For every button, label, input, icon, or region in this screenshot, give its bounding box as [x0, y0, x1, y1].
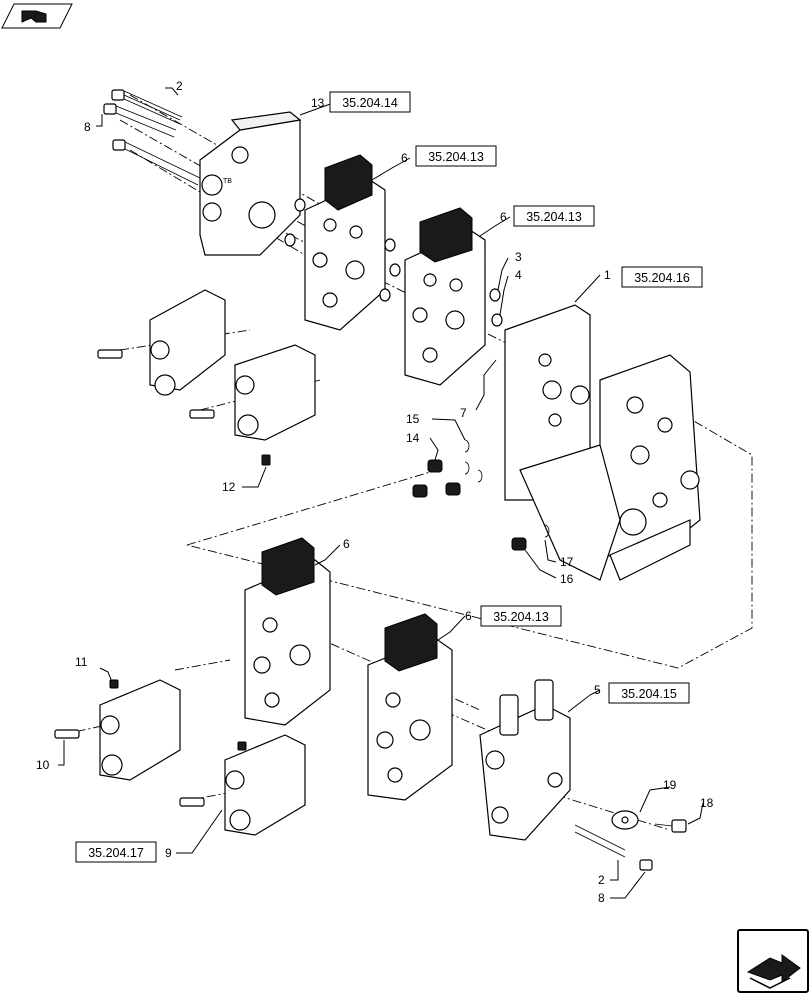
callout-6-a: 6 — [401, 151, 408, 165]
o-rings[interactable] — [284, 198, 503, 327]
stud-part-2-lower[interactable] — [574, 824, 653, 871]
side-cap-lower-b[interactable] — [179, 734, 306, 836]
side-cap-upper-a[interactable] — [97, 289, 226, 396]
reference-box-35-204-15[interactable]: 35.204.15 — [608, 682, 690, 704]
callout-6-d: 6 — [465, 609, 472, 623]
callout-12: 12 — [222, 480, 236, 494]
reference-box-35-204-13-c[interactable]: 35.204.13 — [480, 605, 562, 627]
valve-section-part-6-b[interactable] — [404, 207, 486, 386]
tie-rod-bolts[interactable] — [103, 89, 201, 186]
callout-2-bottom: 2 — [598, 873, 605, 887]
reference-box-35-204-13-b[interactable]: 35.204.13 — [513, 205, 595, 227]
reference-box-35-204-16[interactable]: 35.204.16 — [621, 266, 703, 288]
callout-3: 3 — [515, 250, 522, 264]
reference-box-35-204-13-a[interactable]: 35.204.13 — [415, 145, 497, 167]
plate-part-19[interactable] — [611, 810, 639, 830]
callout-16: 16 — [560, 572, 574, 586]
leader-lines — [58, 87, 704, 899]
callout-11: 11 — [75, 655, 88, 669]
callout-8-bottom: 8 — [598, 891, 605, 905]
valve-section-part-6-d[interactable] — [367, 613, 453, 801]
svg-text:35.204.15: 35.204.15 — [621, 687, 677, 701]
svg-text:35.204.16: 35.204.16 — [634, 271, 690, 285]
valve-section-part-6-a[interactable] — [304, 154, 386, 331]
callout-17: 17 — [560, 555, 574, 569]
side-cap-lower-a[interactable] — [54, 679, 181, 781]
valve-section-part-6-c[interactable] — [244, 537, 331, 726]
callout-1: 1 — [604, 268, 611, 282]
callout-10: 10 — [36, 758, 50, 772]
callout-15: 15 — [406, 412, 420, 426]
svg-text:35.204.13: 35.204.13 — [493, 610, 549, 624]
callout-19: 19 — [663, 778, 677, 792]
callout-8-top: 8 — [84, 120, 91, 134]
side-cap-upper-b[interactable] — [189, 344, 316, 466]
svg-text:35.204.14: 35.204.14 — [342, 96, 398, 110]
callout-18: 18 — [700, 796, 714, 810]
callout-6-c: 6 — [343, 537, 350, 551]
svg-text:35.204.13: 35.204.13 — [428, 150, 484, 164]
reference-box-35-204-14[interactable]: 35.204.14 — [329, 91, 411, 113]
assembly-boundary — [186, 412, 753, 669]
callout-numbers: 2 8 13 6 6 1 3 4 7 15 14 12 17 16 6 6 5 … — [36, 79, 714, 905]
callout-14: 14 — [406, 431, 420, 445]
callout-9: 9 — [165, 846, 172, 860]
book-bookmark-icon[interactable] — [1, 3, 73, 29]
plugs[interactable] — [412, 459, 527, 551]
bolt-part-18[interactable] — [654, 819, 687, 833]
inlet-section-part-1[interactable] — [504, 304, 701, 581]
svg-text:35.204.17: 35.204.17 — [88, 846, 144, 860]
reference-box-35-204-17[interactable]: 35.204.17 — [75, 841, 157, 863]
svg-text:TB: TB — [223, 178, 232, 185]
callout-13: 13 — [311, 96, 325, 110]
callout-5: 5 — [594, 683, 601, 697]
next-page-arrow-icon[interactable] — [737, 929, 809, 993]
snap-rings[interactable] — [464, 439, 550, 538]
outlet-section-part-5[interactable] — [479, 679, 571, 841]
callout-7: 7 — [460, 406, 467, 420]
svg-text:35.204.13: 35.204.13 — [526, 210, 582, 224]
end-plate-part-13[interactable]: TB — [199, 111, 302, 256]
callout-4: 4 — [515, 268, 522, 282]
callout-6-b: 6 — [500, 210, 507, 224]
callout-2-top: 2 — [176, 79, 183, 93]
